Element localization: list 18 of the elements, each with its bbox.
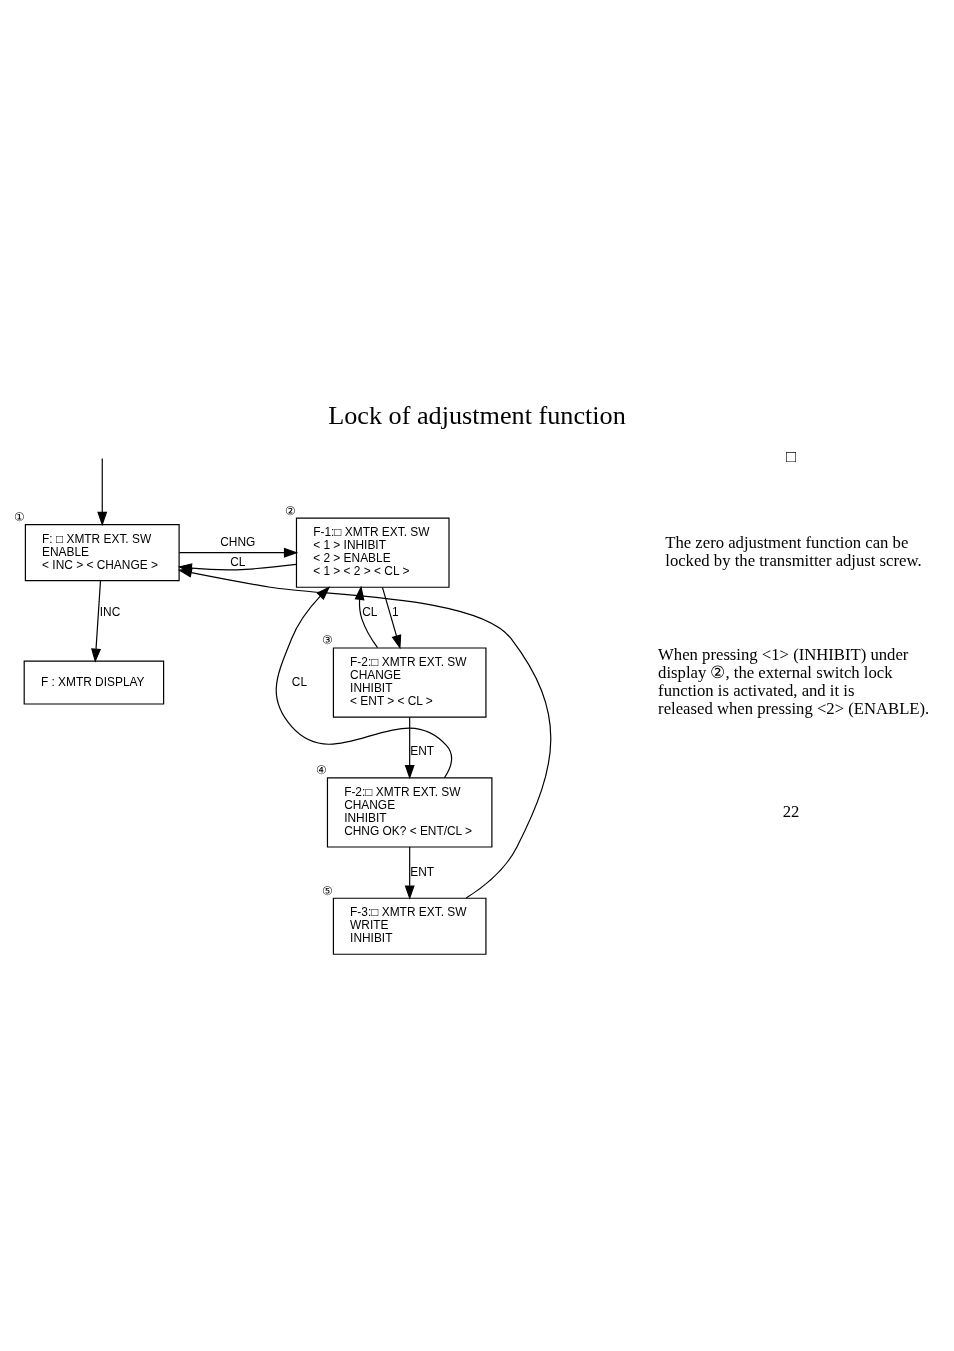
label: When pressing <1> (INHIBIT) under display ②, the external switch lock function is activated, and it is released when pressing <2> (ENABLE). (658, 644, 930, 718)
edge-label: CL (291, 674, 308, 689)
diagram-title: Lock of adjustment function (328, 400, 626, 429)
edge-label: INC (99, 604, 121, 619)
edge-label: CL (362, 604, 378, 619)
edge-label: ENT (410, 743, 435, 758)
label: The zero adjustment function can be locked by the transmitter adjust screw. (665, 532, 922, 570)
edge-label: 1 (392, 604, 399, 619)
label: 22 (782, 801, 800, 821)
node-label: ② (285, 503, 297, 518)
label: □ (785, 446, 797, 466)
edge-label: CL (230, 554, 246, 569)
edge-label: ENT (410, 864, 435, 879)
node-label: ⑤ (321, 883, 333, 898)
node-label: ③ (321, 632, 333, 647)
node-label: ① (13, 509, 25, 524)
edge-label: CHNG (220, 534, 256, 549)
node-label: ④ (316, 762, 327, 777)
